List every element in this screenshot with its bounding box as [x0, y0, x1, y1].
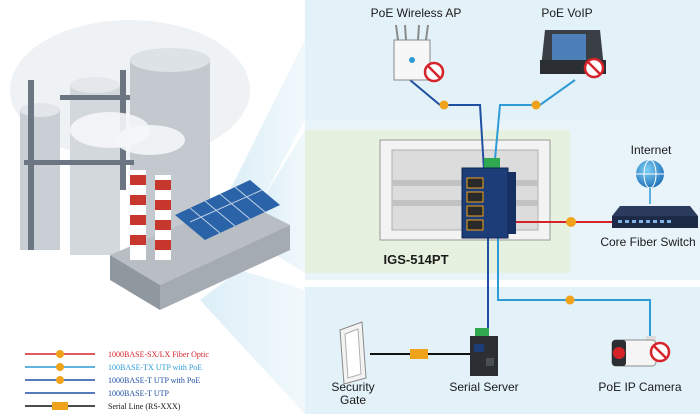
legend-label-serial: Serial Line (RS-XXX): [108, 402, 181, 411]
legend-marker-fiber: [56, 350, 64, 358]
label-serial-server: Serial Server: [449, 380, 518, 394]
legend: 1000BASE-SX/LX Fiber Optic 100BASE-TX UT…: [25, 350, 209, 411]
factory-icon: [10, 20, 290, 310]
legend-label-100tx-poe: 100BASE-TX UTP with PoE: [108, 363, 202, 372]
voip-phone-icon: [540, 30, 606, 74]
legend-label-1000t: 1000BASE-T UTP: [108, 389, 170, 398]
link-markers: [410, 100, 576, 359]
ip-camera-icon: [611, 336, 657, 367]
label-ip-camera: PoE IP Camera: [598, 380, 681, 394]
label-wireless-ap: PoE Wireless AP: [371, 6, 462, 20]
core-switch-icon: [612, 206, 698, 228]
no-power-icon: [423, 61, 445, 83]
label-model: IGS-514PT: [383, 252, 448, 267]
no-power-icon: [649, 341, 671, 363]
globe-icon: [636, 159, 664, 204]
top-panel: [305, 0, 700, 120]
no-power-icon: [583, 57, 605, 79]
label-core-switch: Core Fiber Switch: [600, 235, 695, 249]
label-security-gate-1: Security: [331, 380, 374, 394]
label-security-gate-2: Gate: [340, 393, 366, 407]
serial-server-icon: [470, 328, 498, 376]
legend-label-fiber: 1000BASE-SX/LX Fiber Optic: [108, 350, 209, 359]
label-internet: Internet: [631, 143, 672, 157]
beam-top: [230, 40, 305, 200]
legend-label-1000t-poe: 1000BASE-T UTP with PoE: [108, 376, 200, 385]
security-gate-icon: [339, 321, 367, 385]
legend-marker-serial: [52, 402, 68, 410]
label-voip: PoE VoIP: [541, 6, 592, 20]
legend-marker-100tx-poe: [56, 363, 64, 371]
legend-marker-1000t-poe: [56, 376, 64, 384]
industrial-switch-icon: [461, 158, 516, 239]
beam-bottom: [200, 270, 305, 414]
